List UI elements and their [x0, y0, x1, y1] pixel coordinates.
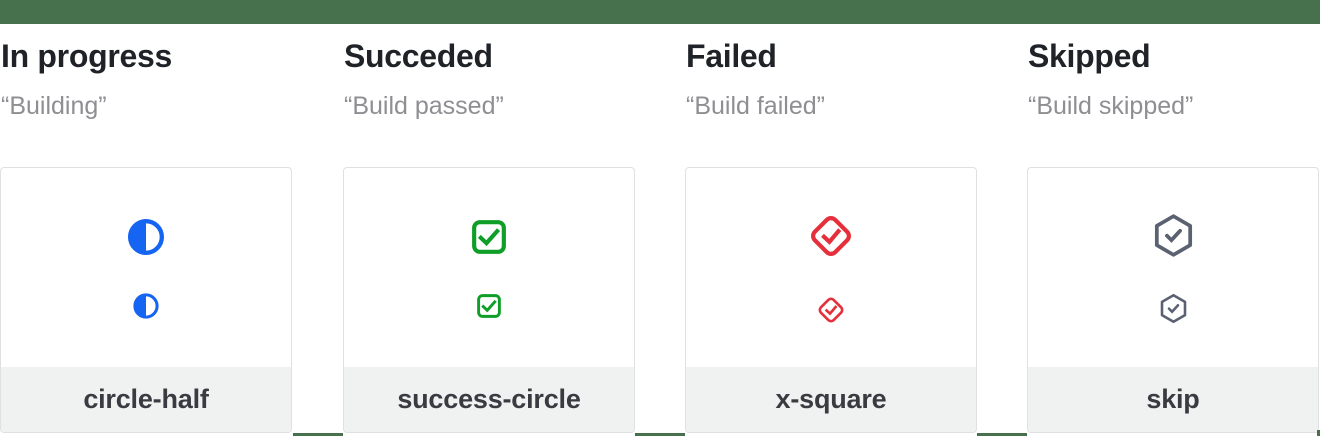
icon-name-label: success-circle — [397, 384, 581, 414]
check-hexagon-icon-small — [1160, 293, 1186, 324]
status-title: Skipped — [1028, 38, 1151, 74]
bottom-gap-notch — [293, 433, 343, 436]
icon-name-label: x-square — [775, 384, 887, 414]
icon-preview-zone — [1, 168, 291, 369]
bottom-gap-notch — [635, 433, 685, 436]
status-quote: “Build skipped” — [1028, 91, 1194, 120]
status-quote: “Build failed” — [686, 91, 825, 120]
icon-card-footer: skip — [1028, 367, 1318, 432]
icon-preview-zone — [686, 168, 976, 369]
status-quote: “Build passed” — [344, 91, 504, 120]
bottom-gap-notch — [977, 433, 1027, 436]
icon-name-label: circle-half — [83, 384, 209, 414]
check-square-icon-large — [472, 220, 506, 254]
icon-preview-zone — [344, 168, 634, 369]
icon-card-footer: x-square — [686, 367, 976, 432]
status-title: Succeded — [344, 38, 493, 74]
status-title: In progress — [1, 38, 172, 74]
icon-preview-zone — [1028, 168, 1318, 369]
icon-card: success-circle — [343, 167, 635, 433]
bottom-right-corner-speck — [1317, 430, 1320, 436]
check-diamond-icon-small — [818, 297, 844, 323]
status-column-succeded: Succeded “Build passed” success-circle — [343, 0, 635, 433]
icon-card: circle-half — [0, 167, 292, 433]
status-title: Failed — [686, 38, 777, 74]
icon-name-label: skip — [1146, 384, 1200, 414]
icon-card-footer: circle-half — [1, 367, 291, 432]
circle-half-icon-small — [133, 293, 159, 319]
status-column-skipped: Skipped “Build skipped” skip — [1027, 0, 1319, 433]
icon-card: skip — [1027, 167, 1319, 433]
status-column-failed: Failed “Build failed” x-square — [685, 0, 977, 433]
icon-card: x-square — [685, 167, 977, 433]
check-diamond-icon-large — [811, 216, 851, 256]
check-hexagon-icon-large — [1154, 214, 1192, 257]
circle-half-icon-large — [128, 219, 164, 255]
icon-card-footer: success-circle — [344, 367, 634, 432]
status-column-in-progress: In progress “Building” circle-half — [0, 0, 292, 433]
check-square-icon-small — [477, 294, 501, 318]
page-top-band — [0, 0, 1320, 24]
status-quote: “Building” — [1, 91, 107, 120]
